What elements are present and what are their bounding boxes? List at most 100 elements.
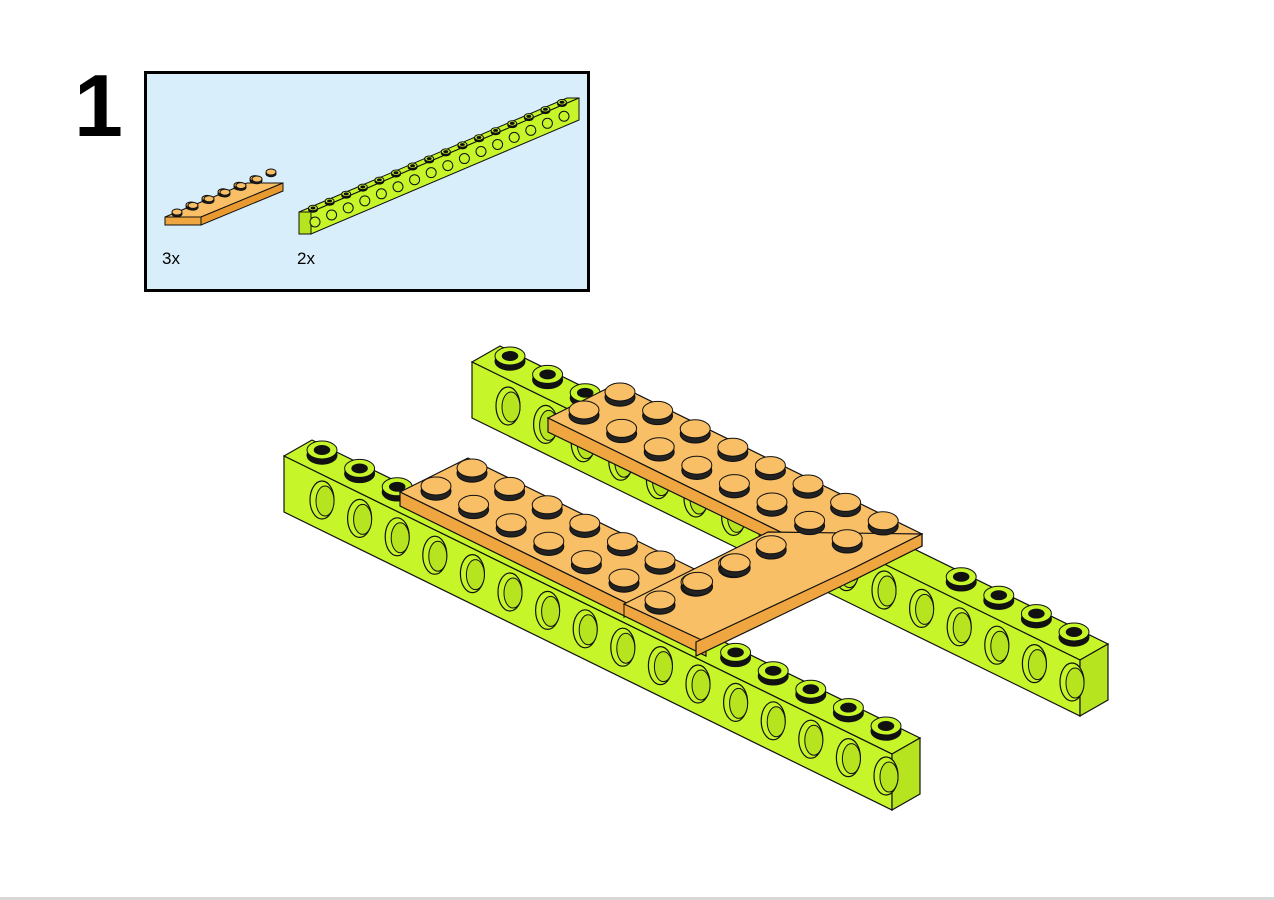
- stud: [456, 458, 488, 483]
- beam-hole: [908, 588, 935, 629]
- stud: [557, 99, 567, 108]
- beam-hole: [1021, 643, 1048, 684]
- technic-beam-icon: [298, 97, 580, 235]
- stud: [718, 474, 750, 499]
- stud: [251, 175, 263, 185]
- stud: [570, 550, 602, 575]
- stud: [532, 364, 564, 390]
- stud: [757, 661, 789, 686]
- stud: [494, 476, 526, 502]
- beam-hole: [458, 153, 470, 165]
- stud: [682, 571, 714, 597]
- stud: [831, 529, 863, 554]
- stud: [832, 698, 864, 723]
- stud: [1058, 622, 1090, 647]
- stud: [644, 590, 676, 615]
- stud: [357, 183, 368, 192]
- beam-hole: [798, 719, 824, 759]
- stud: [792, 474, 824, 499]
- stud: [644, 550, 676, 575]
- stud: [306, 440, 338, 465]
- stud: [830, 492, 862, 518]
- stud: [341, 190, 352, 199]
- stud: [568, 400, 600, 425]
- stud: [457, 141, 468, 150]
- stud: [604, 382, 636, 407]
- stud: [235, 182, 247, 191]
- stud: [420, 476, 452, 501]
- beam-hole: [422, 535, 448, 575]
- beam-hole: [375, 188, 387, 200]
- stud: [540, 106, 551, 115]
- stud: [344, 458, 376, 484]
- beam-hole: [347, 498, 373, 539]
- beam-hole: [495, 386, 521, 426]
- stud: [720, 642, 752, 668]
- plate-2x6-icon: [164, 168, 284, 226]
- beam-hole: [722, 682, 749, 723]
- stud: [606, 418, 638, 444]
- stud: [374, 176, 385, 185]
- beam-hole: [384, 517, 410, 557]
- beam-hole: [326, 209, 338, 221]
- beam-quantity: 2x: [297, 249, 315, 268]
- stud: [523, 113, 534, 122]
- stud: [1020, 604, 1052, 629]
- beam-hole: [871, 570, 897, 610]
- beam-hole: [610, 627, 636, 667]
- stud: [569, 513, 601, 538]
- stud: [440, 148, 451, 157]
- beam-hole: [534, 590, 561, 631]
- stud: [171, 208, 183, 218]
- beam-hole: [459, 553, 485, 594]
- beam-hole: [873, 756, 899, 796]
- beam-hole: [541, 117, 553, 129]
- beam-hole: [647, 645, 674, 686]
- beam-hole: [497, 572, 523, 612]
- stud: [458, 494, 490, 520]
- stud: [531, 495, 563, 520]
- stud: [308, 204, 318, 213]
- beam-hole: [309, 216, 321, 228]
- beam-hole: [558, 110, 570, 122]
- beam-hole: [425, 167, 437, 179]
- stud: [187, 201, 199, 211]
- stud: [794, 510, 826, 536]
- stud: [474, 134, 484, 143]
- orange-plate-cross: [622, 531, 923, 657]
- stud: [407, 162, 418, 171]
- stud: [755, 535, 787, 560]
- stud: [754, 456, 786, 481]
- stud: [642, 400, 674, 426]
- stud: [324, 197, 335, 206]
- page-divider: [0, 897, 1274, 900]
- beam-hole: [760, 701, 786, 741]
- stud: [507, 120, 518, 129]
- stud: [203, 195, 215, 205]
- beam-hole: [442, 160, 454, 172]
- beam-hole: [359, 195, 371, 207]
- stud: [867, 511, 899, 536]
- stud: [490, 127, 501, 136]
- stud: [494, 346, 526, 371]
- stud: [533, 531, 565, 556]
- beam-hole: [1059, 662, 1085, 702]
- beam-hole: [475, 146, 487, 157]
- parts-callout: 3x 2x: [144, 71, 590, 292]
- beam-hole: [835, 737, 862, 778]
- beam-hole: [572, 609, 598, 649]
- stud: [870, 716, 902, 741]
- stud: [756, 492, 788, 517]
- stud: [643, 437, 675, 462]
- beam-hole: [342, 202, 354, 214]
- parts-illustration: 3x 2x: [162, 97, 580, 268]
- stud: [391, 169, 401, 178]
- beam-hole: [309, 480, 335, 520]
- beam-hole: [946, 607, 972, 647]
- stud: [424, 155, 435, 164]
- stud: [795, 679, 827, 704]
- stud: [265, 168, 277, 178]
- beam-hole: [492, 138, 504, 150]
- beam-hole: [409, 174, 421, 186]
- stud: [717, 437, 749, 462]
